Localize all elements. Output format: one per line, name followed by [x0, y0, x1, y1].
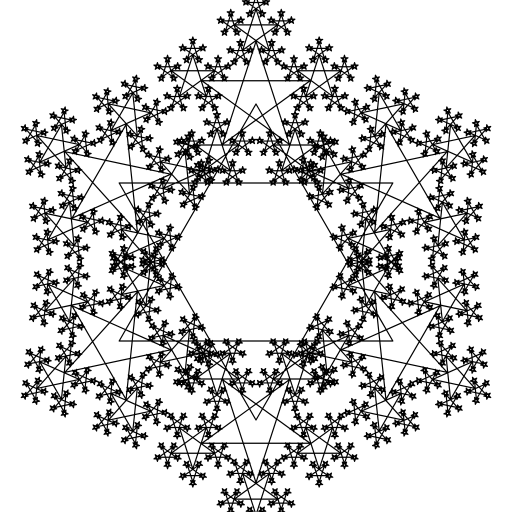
fractal-lines	[20, 0, 492, 512]
fractal-path	[20, 0, 492, 512]
